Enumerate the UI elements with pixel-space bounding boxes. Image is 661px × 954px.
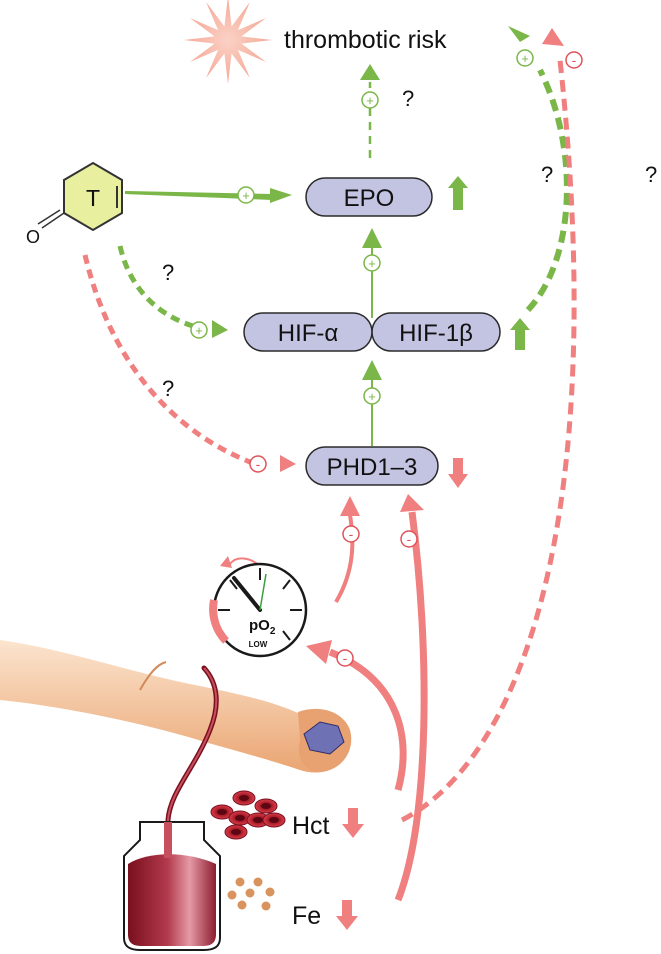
testosterone-label: T xyxy=(86,185,100,211)
red-blood-cell-center xyxy=(235,815,245,821)
plus-badge: + xyxy=(516,49,534,67)
epo-increase-arrow xyxy=(448,176,468,210)
arm-illustration xyxy=(0,640,349,773)
svg-text:+: + xyxy=(242,188,250,203)
svg-text:-: - xyxy=(407,531,412,547)
svg-text:-: - xyxy=(256,456,261,472)
red-blood-cell-center xyxy=(217,809,227,815)
plus-badge: + xyxy=(190,321,208,339)
svg-text:+: + xyxy=(366,93,374,108)
unknown-marks: ? ? ? ? ? xyxy=(162,86,657,401)
red-blood-cell-center xyxy=(253,817,263,823)
svg-text:+: + xyxy=(521,51,529,66)
question-mark: ? xyxy=(541,162,553,187)
red-blood-cell-center xyxy=(269,817,279,823)
svg-text:+: + xyxy=(368,256,376,271)
po2-low-label: LOW xyxy=(249,640,268,649)
po2-gauge-icon xyxy=(209,562,308,658)
svg-text:+: + xyxy=(195,323,203,338)
red-blood-cell-center xyxy=(231,829,241,835)
hif-alpha-node: HIF-α xyxy=(243,312,373,352)
blood-tube xyxy=(165,665,219,855)
po2-main: pO xyxy=(249,617,270,634)
svg-text:-: - xyxy=(349,526,354,542)
plus-badge: + xyxy=(361,91,379,109)
oxygen-atom-label: O xyxy=(26,227,40,247)
po2-label: pO2 xyxy=(249,617,276,637)
fist-hand xyxy=(298,708,352,772)
epo-node: EPO xyxy=(305,177,433,217)
red-blood-cells-icon xyxy=(210,790,286,840)
red-blood-cell-center xyxy=(239,795,249,801)
question-mark: ? xyxy=(162,260,174,285)
green-arrows xyxy=(117,26,570,446)
phd-label: PHD1–3 xyxy=(327,454,418,481)
hif-1beta-node: HIF-1β xyxy=(371,312,501,352)
minus-badges: - - - - - xyxy=(249,51,583,667)
fe-decrease-arrow xyxy=(336,900,358,930)
epo-label: EPO xyxy=(344,185,395,212)
fe-label: Fe xyxy=(292,902,321,930)
minus-badge: - xyxy=(249,455,267,473)
testosterone-molecule-icon xyxy=(37,161,123,232)
hif-increase-arrow xyxy=(510,318,530,350)
minus-badge: - xyxy=(565,51,583,69)
question-mark: ? xyxy=(162,376,174,401)
plus-badges: + + + + + + xyxy=(190,49,534,405)
thrombosis-burst-icon xyxy=(184,0,272,84)
question-mark: ? xyxy=(645,162,657,187)
pink-arrows xyxy=(82,28,577,930)
plus-badge: + xyxy=(363,387,381,405)
hct-decrease-arrow xyxy=(342,808,364,838)
plus-badge: + xyxy=(363,254,381,272)
svg-text:+: + xyxy=(368,389,376,404)
plus-badge: + xyxy=(237,186,255,204)
svg-text:-: - xyxy=(572,52,577,68)
hif-1beta-label: HIF-1β xyxy=(399,320,473,347)
svg-text:-: - xyxy=(343,650,348,666)
hct-label: Hct xyxy=(292,812,330,840)
minus-badge: - xyxy=(336,649,354,667)
question-mark: ? xyxy=(402,86,414,111)
hif-alpha-label: HIF-α xyxy=(278,320,339,347)
minus-badge: - xyxy=(342,525,360,543)
minus-badge: - xyxy=(400,530,418,548)
phd-node: PHD1–3 xyxy=(305,446,439,486)
blood-bag xyxy=(123,821,221,951)
thrombotic-risk-label: thrombotic risk xyxy=(284,26,447,54)
iron-particles-icon xyxy=(227,877,275,911)
po2-subscript: 2 xyxy=(270,626,276,637)
red-blood-cell-center xyxy=(261,803,271,809)
phd-decrease-arrow xyxy=(448,458,468,488)
